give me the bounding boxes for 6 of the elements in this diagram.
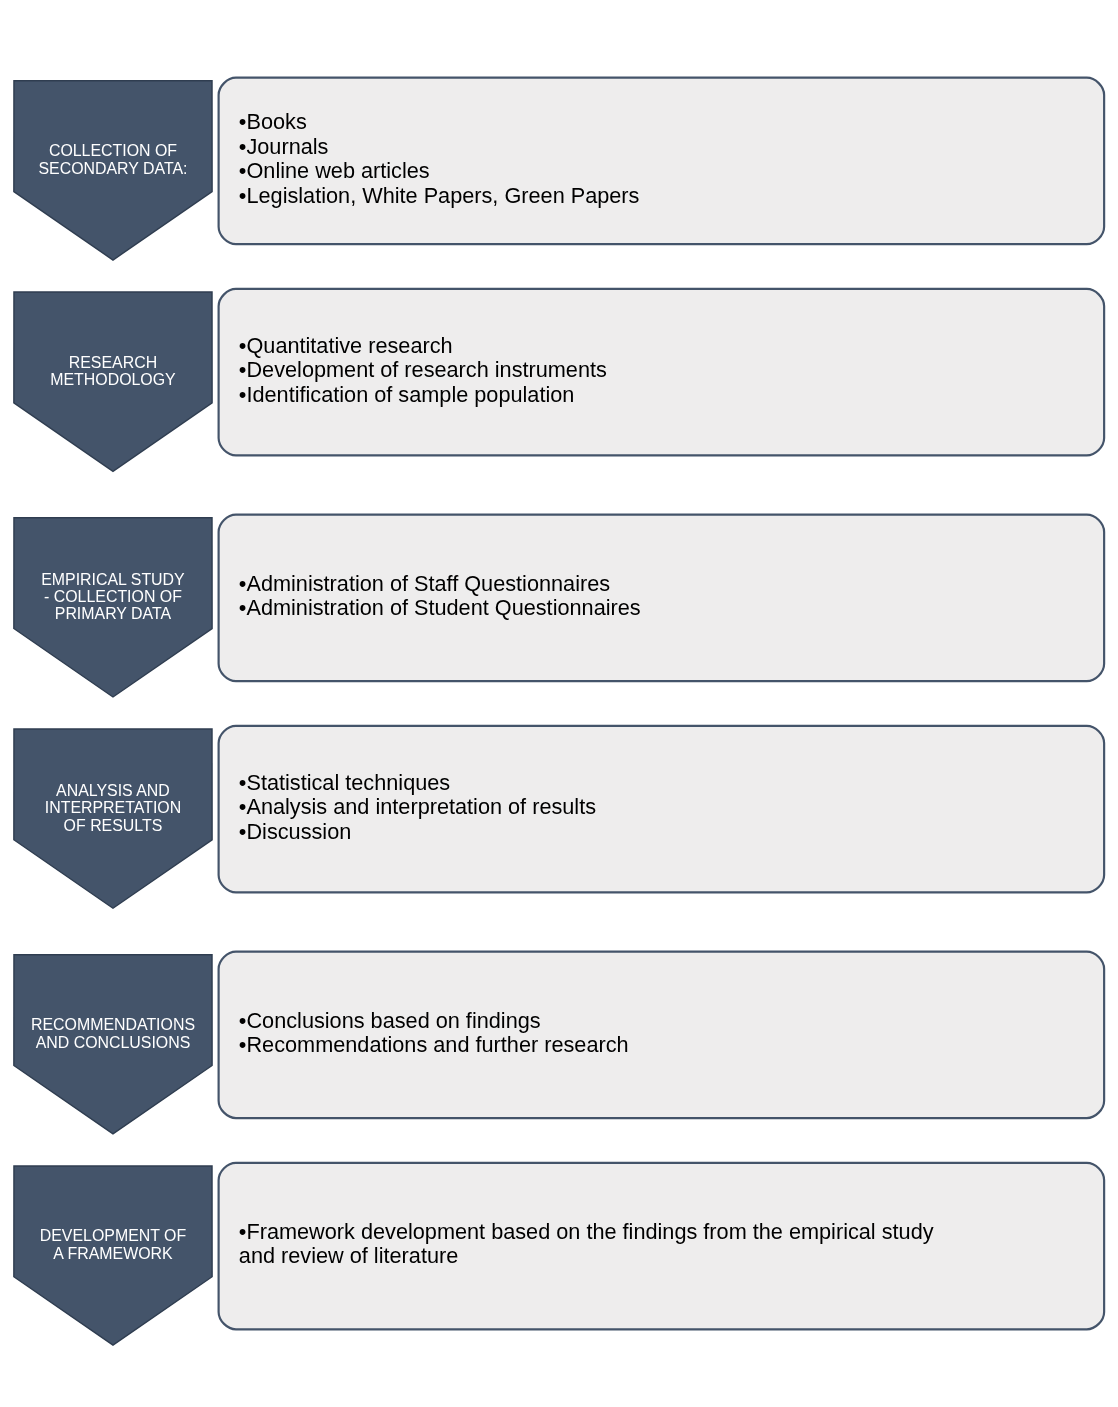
- node-box: •Administration of Staff Questionnaires •Administration of Student Questionnaires: [217, 513, 1106, 683]
- node-box: •Framework development based on the findings from the empirical study and review of literature: [217, 1161, 1106, 1331]
- node-box: •Quantitative research •Development of research instruments •Identification of sample population: [217, 287, 1106, 457]
- node-box: •Books •Journals •Online web articles •Legislation, White Papers, Green Papers: [217, 76, 1106, 246]
- node-box: •Statistical techniques •Analysis and interpretation of results •Discussion: [217, 724, 1106, 894]
- node-box: •Conclusions based on findings •Recommendations and further research: [217, 950, 1106, 1120]
